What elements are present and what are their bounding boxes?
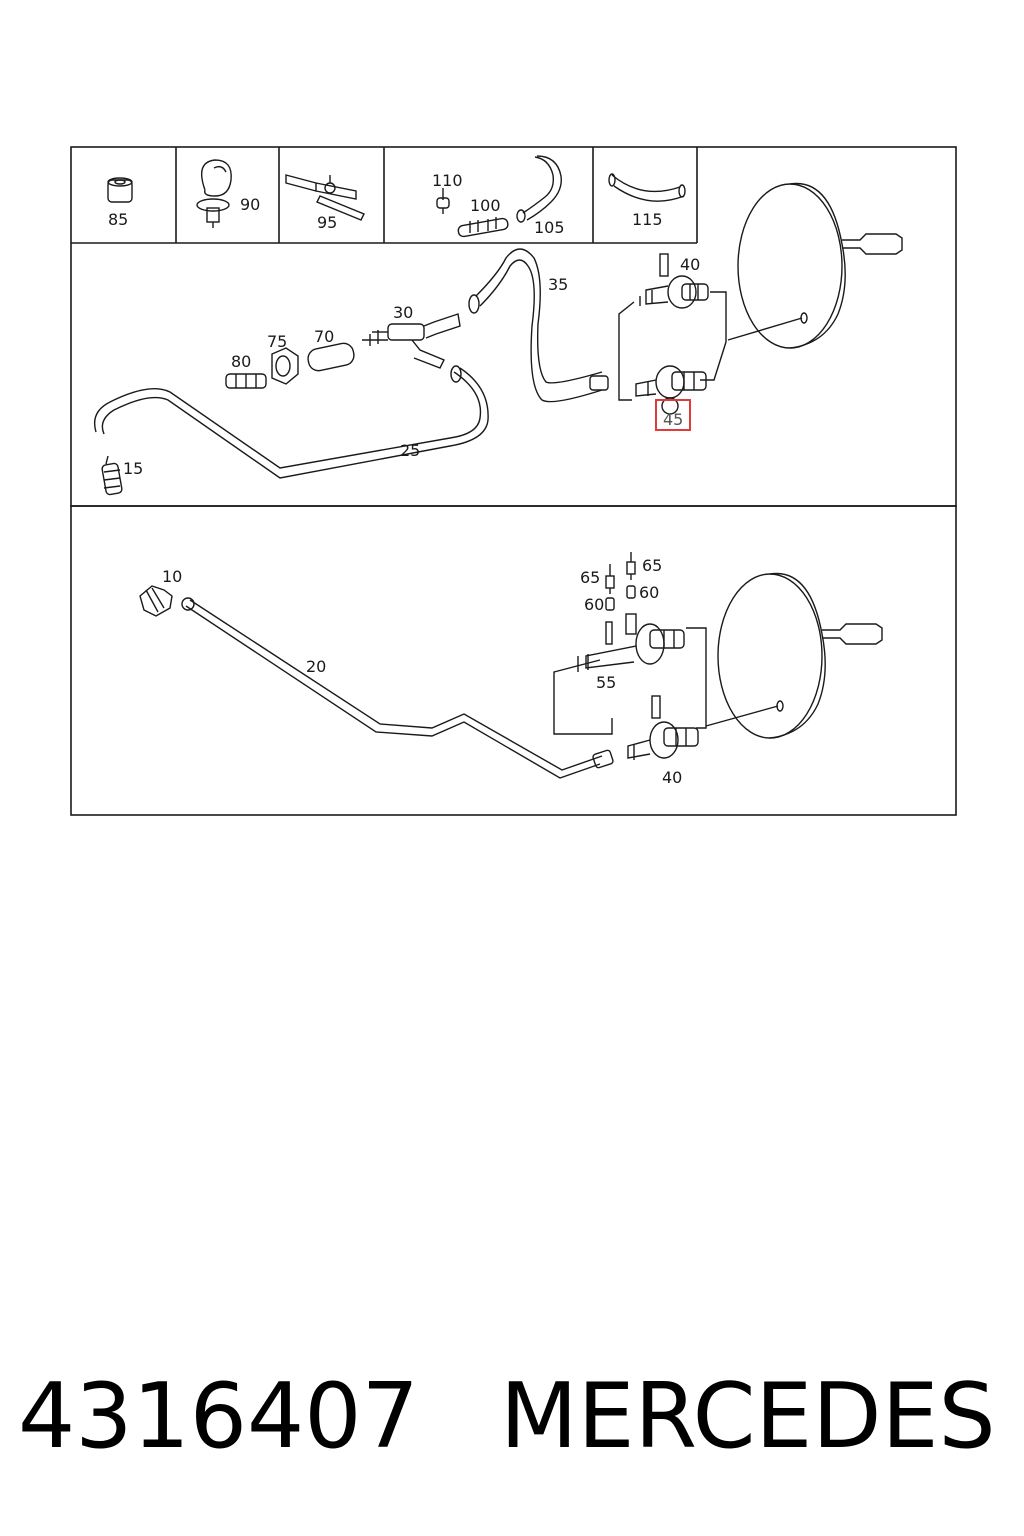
callout-70: 70 (314, 327, 334, 346)
bent-hose-icon (516, 155, 562, 223)
check-valve-40-upper (639, 253, 709, 309)
footer: 4316407 MERCEDES (0, 1362, 1024, 1472)
plug-15 (101, 455, 123, 496)
callout-40-lower: 40 (662, 768, 682, 787)
callout-60-left: 60 (584, 595, 604, 614)
hose-70 (307, 342, 355, 372)
hose-25 (93, 365, 489, 479)
callout-105: 105 (534, 218, 565, 237)
callout-60-right: 60 (639, 583, 659, 602)
callout-55: 55 (596, 673, 616, 692)
brake-booster-lower (705, 572, 883, 739)
callout-65-right: 65 (642, 556, 662, 575)
brand-name: MERCEDES (500, 1364, 996, 1469)
callout-85: 85 (108, 210, 128, 229)
elbow-hose-icon (608, 173, 686, 202)
hose-20 (181, 597, 614, 779)
cable-tie-clamp-icon (285, 174, 365, 221)
upper-frame (70, 146, 957, 507)
parts-diagram: 85 90 95 110 100 105 115 (70, 146, 957, 816)
callout-30: 30 (393, 303, 413, 322)
connector-80 (225, 373, 267, 389)
check-valve-40-lower (627, 695, 699, 760)
elbow-connector-10 (139, 585, 173, 617)
brake-booster-upper (727, 182, 903, 349)
callout-80: 80 (231, 352, 251, 371)
check-valve-45 (635, 365, 707, 415)
bushing-icon (107, 177, 133, 203)
callout-100: 100 (470, 196, 501, 215)
pin-65-left (605, 564, 615, 594)
callout-95: 95 (317, 213, 337, 232)
callout-115: 115 (632, 210, 663, 229)
callout-40-upper: 40 (680, 255, 700, 274)
nut-75 (271, 347, 299, 385)
callout-45: 45 (663, 410, 683, 429)
part-number: 4316407 (18, 1364, 419, 1469)
callout-35: 35 (548, 275, 568, 294)
pin-60-right (626, 585, 636, 599)
callout-75: 75 (267, 332, 287, 351)
callout-110: 110 (432, 171, 463, 190)
pin-60-left (605, 597, 615, 611)
hose-connector-icon (457, 217, 509, 238)
tee-piece-30 (362, 313, 461, 369)
highlight-box-45 (655, 399, 691, 431)
callout-10: 10 (162, 567, 182, 586)
callout-65-left: 65 (580, 568, 600, 587)
clip-icon (196, 159, 232, 228)
callout-90: 90 (240, 195, 260, 214)
hose-35 (468, 248, 609, 403)
callout-15: 15 (123, 459, 143, 478)
callout-20: 20 (306, 657, 326, 676)
check-valve-55 (577, 613, 685, 672)
lower-frame (70, 505, 957, 816)
callout-25: 25 (400, 441, 420, 460)
push-pin-icon (436, 188, 450, 214)
pin-65-right (626, 552, 636, 580)
